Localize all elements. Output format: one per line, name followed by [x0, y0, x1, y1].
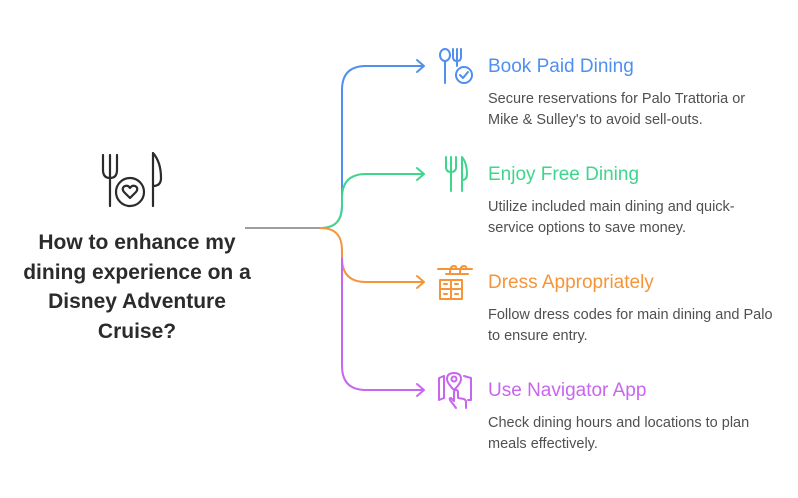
branch-desc-use-navigator-app: Check dining hours and locations to plan…: [488, 415, 750, 452]
arrow-enjoy-free-dining: [416, 167, 425, 181]
arrow-book-paid-dining: [416, 59, 425, 73]
branch-desc-book-paid-dining: Secure reservations for Palo Trattoria o…: [488, 91, 746, 128]
connector-dress-appropriately: [319, 227, 424, 283]
branch-title-book-paid-dining: Book Paid Dining: [488, 56, 634, 77]
connector-book-paid-dining: [319, 65, 424, 229]
map-pin-tap-icon: [438, 372, 472, 409]
fork-plate-heart-knife-icon: [101, 151, 163, 208]
arrow-use-navigator-app: [416, 383, 425, 397]
branch-title-enjoy-free-dining: Enjoy Free Dining: [488, 164, 640, 185]
branch-desc-enjoy-free-dining: Utilize included main dining and quick-s…: [488, 199, 735, 236]
branch-title-use-navigator-app: Use Navigator App: [488, 380, 647, 401]
fork-knife-icon: [445, 156, 468, 192]
arrow-dress-appropriately: [416, 275, 425, 289]
connector-use-navigator-app: [341, 258, 424, 391]
main-question: How to enhance my dining experience on a…: [23, 231, 251, 343]
branch-title-dress-appropriately: Dress Appropriately: [488, 272, 654, 293]
utensils-check-icon: [439, 48, 473, 84]
wardrobe-hangers-icon: [437, 265, 473, 300]
branch-desc-dress-appropriately: Follow dress codes for main dining and P…: [488, 307, 773, 344]
connector-enjoy-free-dining: [319, 173, 424, 229]
